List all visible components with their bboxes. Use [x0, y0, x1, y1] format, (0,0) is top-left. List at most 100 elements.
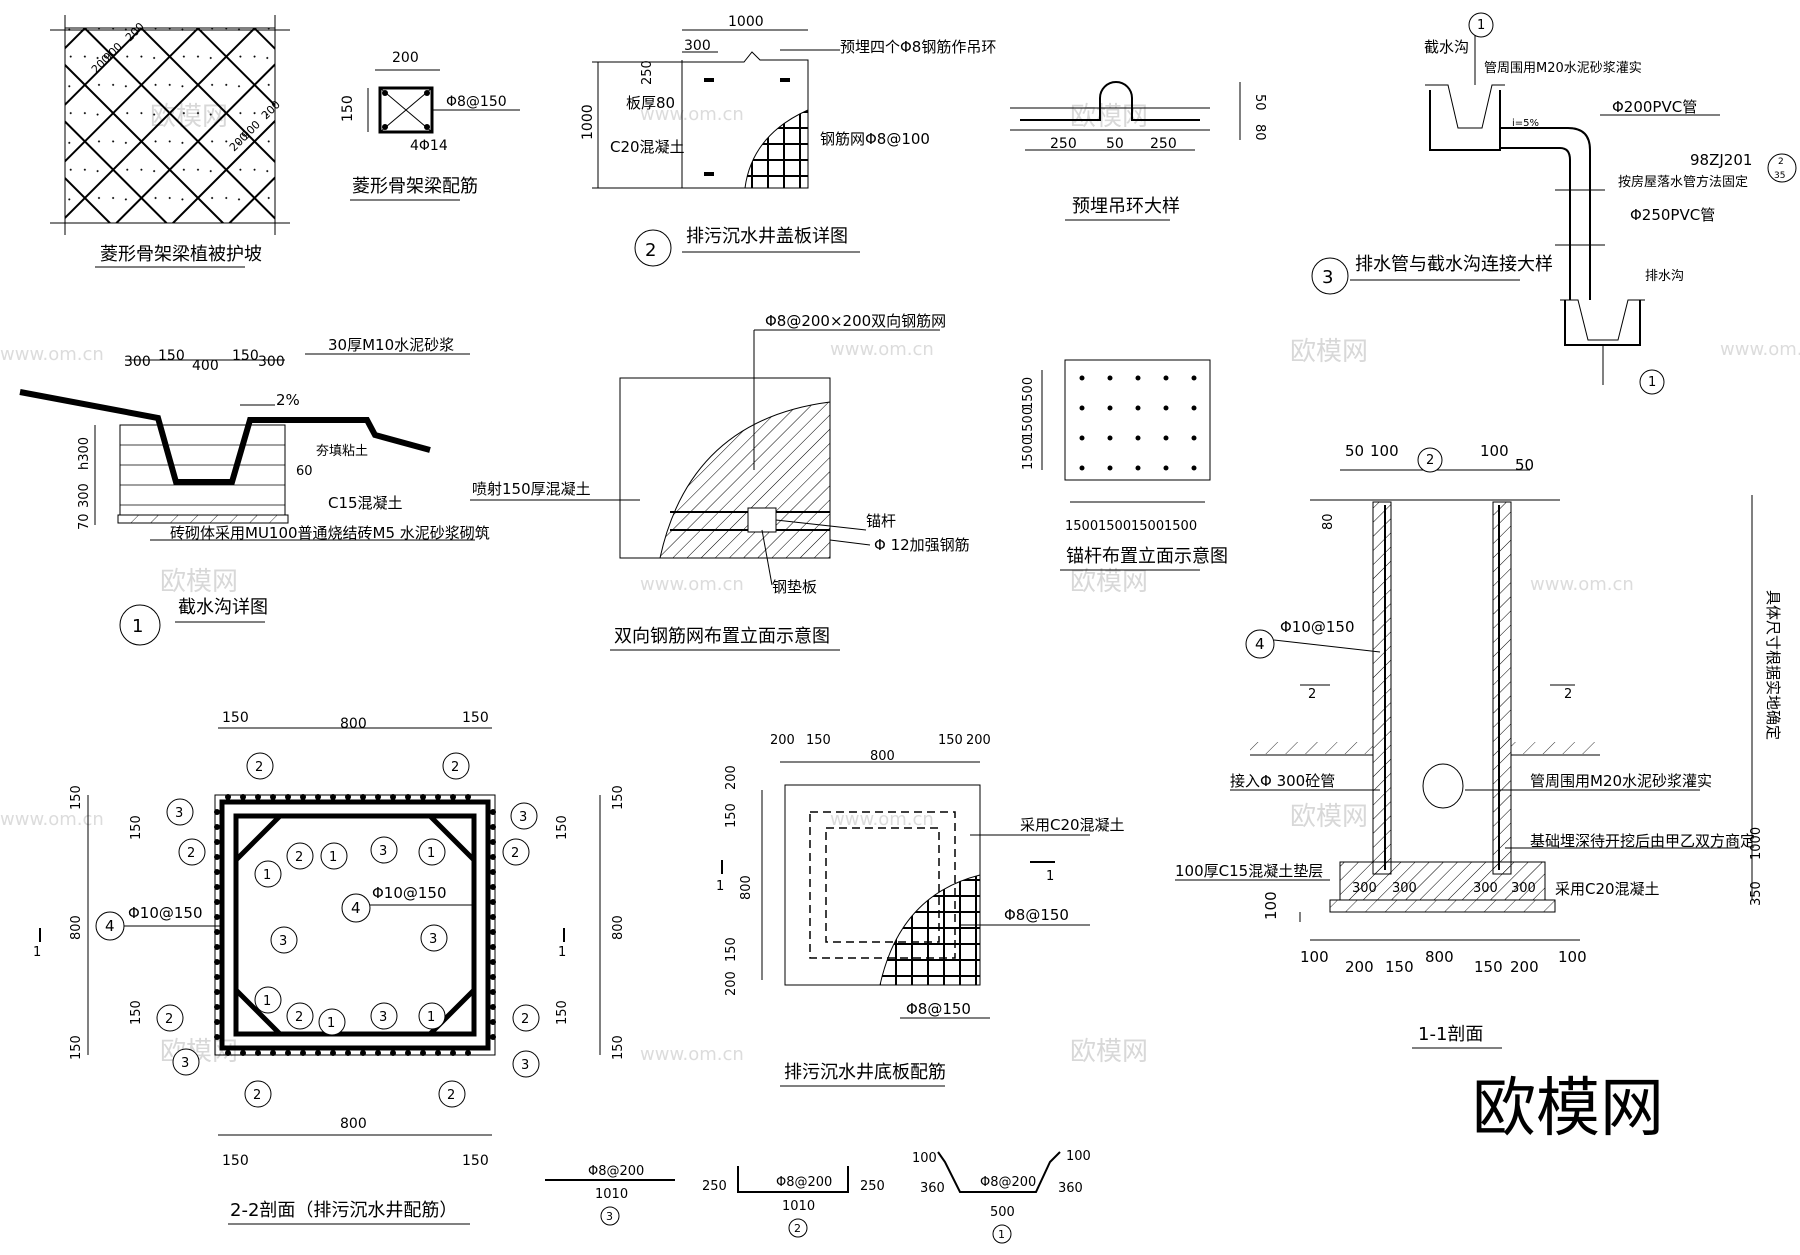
- svg-text:2: 2: [1778, 157, 1784, 167]
- svg-text:Φ200PVC管: Φ200PVC管: [1612, 98, 1697, 116]
- bottom-plate-title: 排污沉水井底板配筋: [784, 1062, 946, 1083]
- svg-text:100: 100: [1262, 891, 1280, 920]
- svg-text:100: 100: [912, 1151, 937, 1166]
- svg-text:Φ 12加强钢筋: Φ 12加强钢筋: [874, 536, 970, 554]
- svg-text:3: 3: [519, 810, 527, 825]
- rebar-dot: [214, 809, 220, 815]
- svg-text:2: 2: [645, 240, 656, 261]
- svg-text:150: 150: [555, 815, 570, 840]
- svg-text:Φ8@150: Φ8@150: [1004, 906, 1069, 924]
- svg-text:80: 80: [1252, 124, 1267, 141]
- anchor-dot: [1191, 435, 1197, 441]
- rebar-dot: [465, 794, 471, 800]
- rebar-dot: [300, 1050, 306, 1056]
- rebar-dot: [490, 1004, 496, 1010]
- svg-text:1500: 1500: [1164, 519, 1197, 534]
- svg-text:1: 1: [132, 616, 143, 637]
- anchor-layout-title: 锚杆布置立面示意图: [1066, 546, 1228, 567]
- svg-text:150: 150: [222, 710, 249, 726]
- svg-text:150: 150: [555, 1000, 570, 1025]
- rebar-dot: [490, 944, 496, 950]
- anchor-dot: [1191, 465, 1197, 471]
- svg-text:1: 1: [263, 994, 271, 1009]
- svg-text:1500: 1500: [1065, 519, 1098, 534]
- rebar-dot: [214, 1034, 220, 1040]
- svg-text:50: 50: [1515, 456, 1534, 474]
- rebar-dot: [420, 1050, 426, 1056]
- slope-detail: 200 900 200 200 900 200 菱形骨架梁植被护坡: [50, 15, 290, 268]
- svg-text:300: 300: [684, 38, 711, 54]
- rebar-dot: [490, 959, 496, 965]
- svg-text:360: 360: [920, 1181, 945, 1196]
- svg-text:100厚C15混凝土垫层: 100厚C15混凝土垫层: [1175, 862, 1323, 880]
- svg-text:管周围用M20水泥砂浆灌实: 管周围用M20水泥砂浆灌实: [1484, 61, 1642, 76]
- svg-text:Φ10@150: Φ10@150: [372, 884, 447, 902]
- rebar-dot: [300, 794, 306, 800]
- svg-text:2: 2: [255, 760, 263, 775]
- svg-text:50: 50: [1252, 94, 1267, 111]
- mesh-elevation: Φ8@200×200双向钢筋网 喷射150厚混凝土 锚杆 Φ 12加强钢筋 钢垫…: [470, 312, 970, 651]
- svg-text:1: 1: [329, 850, 337, 865]
- svg-text:1: 1: [716, 879, 724, 894]
- rebar-dot: [214, 824, 220, 830]
- svg-text:3: 3: [379, 1010, 387, 1025]
- slope-detail-title: 菱形骨架梁植被护坡: [100, 244, 262, 265]
- svg-text:1500: 1500: [1021, 437, 1036, 470]
- anchor-dot: [1163, 405, 1169, 411]
- rebar-dot: [255, 794, 261, 800]
- watermark-url: www.om.cn: [830, 339, 934, 360]
- rebar-dot: [490, 824, 496, 830]
- rebar-dot: [345, 1050, 351, 1056]
- svg-text:夯填粘土: 夯填粘土: [316, 444, 368, 459]
- svg-text:4: 4: [105, 917, 115, 935]
- svg-text:200: 200: [392, 50, 419, 66]
- svg-text:h300: h300: [77, 437, 92, 470]
- svg-text:砖砌体采用MU100普通烧结砖M5 水泥砂浆砌筑: 砖砌体采用MU100普通烧结砖M5 水泥砂浆砌筑: [170, 524, 490, 542]
- rebar-dot: [345, 794, 351, 800]
- svg-text:800: 800: [739, 875, 754, 900]
- svg-text:150: 150: [938, 733, 963, 748]
- lifting-ring-title: 预埋吊环大样: [1072, 196, 1180, 217]
- svg-text:1: 1: [998, 1228, 1005, 1241]
- svg-text:1: 1: [427, 1010, 435, 1025]
- rebar-dot: [225, 794, 231, 800]
- svg-text:1500: 1500: [1021, 407, 1036, 440]
- svg-text:2: 2: [253, 1088, 261, 1103]
- ditch-detail-title: 截水沟详图: [178, 597, 268, 618]
- svg-text:Φ10@150: Φ10@150: [1280, 618, 1355, 636]
- svg-text:3: 3: [379, 844, 387, 859]
- anchor-dot: [1163, 435, 1169, 441]
- beam-rebar: 200 150 Φ8@150 4Φ14 菱形骨架梁配筋: [340, 50, 520, 201]
- svg-text:2%: 2%: [276, 391, 300, 409]
- svg-text:1000: 1000: [728, 14, 764, 30]
- svg-text:150: 150: [1385, 958, 1414, 976]
- rebar-dot: [490, 1034, 496, 1040]
- anchor-dot: [1135, 405, 1141, 411]
- svg-text:150: 150: [158, 348, 185, 364]
- svg-text:2: 2: [295, 850, 303, 865]
- anchor-dot: [1107, 405, 1113, 411]
- rebar-dot: [490, 809, 496, 815]
- svg-text:200: 200: [1345, 958, 1374, 976]
- ditch-detail: 300 150 400 150 300 h300 300 70 30厚M10水泥…: [19, 336, 490, 646]
- cover-plate-title: 排污沉水井盖板详图: [686, 226, 848, 247]
- rebar-dot: [315, 1050, 321, 1056]
- svg-text:1000: 1000: [580, 104, 596, 140]
- rebar-dot: [390, 794, 396, 800]
- svg-text:喷射150厚混凝土: 喷射150厚混凝土: [472, 480, 591, 498]
- svg-text:2: 2: [187, 846, 195, 861]
- svg-text:3: 3: [279, 934, 287, 949]
- anchor-dot: [1079, 465, 1085, 471]
- rebar-dot: [360, 1050, 366, 1056]
- rebar-dot: [270, 794, 276, 800]
- svg-text:3: 3: [1322, 267, 1333, 288]
- svg-text:1: 1: [427, 846, 435, 861]
- rebar-dot: [240, 794, 246, 800]
- svg-text:300: 300: [1511, 881, 1536, 896]
- watermark-url: www.om.cn: [640, 574, 744, 595]
- rebar-dot: [360, 794, 366, 800]
- svg-text:1: 1: [327, 1016, 335, 1031]
- svg-text:300: 300: [124, 354, 151, 370]
- svg-text:采用C20混凝土: 采用C20混凝土: [1555, 880, 1660, 898]
- anchor-dot: [1191, 375, 1197, 381]
